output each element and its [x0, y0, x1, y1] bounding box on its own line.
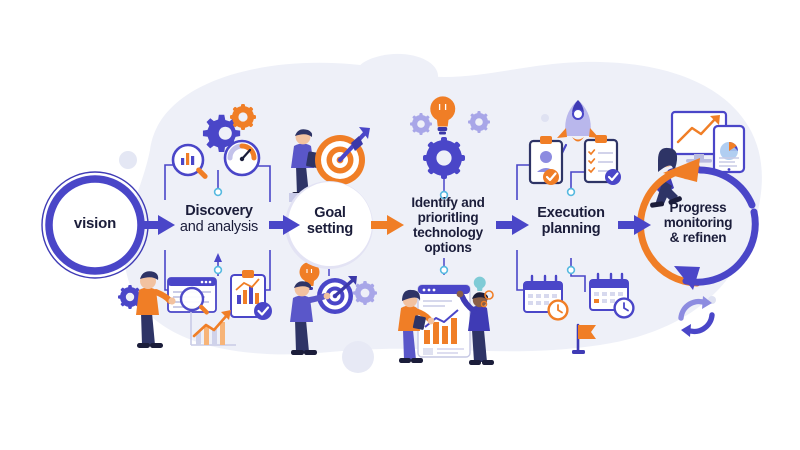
- background-blob-accent: [356, 53, 439, 99]
- lightbulb-icon: [430, 96, 456, 135]
- discovery-line-2: and analysis: [179, 219, 259, 236]
- clipboard-bar-chart-check-icon: [230, 270, 272, 320]
- progress-line-1: Progress: [669, 200, 727, 215]
- execution-line-2: planning: [541, 221, 601, 238]
- browser-window-search-icon: [167, 277, 217, 315]
- goal-line-2: setting: [306, 221, 354, 238]
- dashboard-bar-chart-icon: [417, 284, 471, 358]
- gear-icon-small-right-tech: [468, 111, 490, 133]
- dartboard-orange-icon: [315, 127, 370, 185]
- gear-icon: [202, 114, 241, 152]
- gear-icon-orange: [230, 104, 256, 130]
- technology-line-2: prioritling: [417, 210, 479, 226]
- flow-arrow-execution-progress: [618, 215, 651, 235]
- flow-arrow-goal-technology: [371, 215, 404, 235]
- bg-dot-5: [541, 114, 549, 122]
- calendar-clock-orange-icon: [523, 274, 569, 321]
- flow-arrow-technology-execution: [496, 215, 529, 235]
- tech-node-dot-2: [439, 265, 449, 275]
- flow-arrow-discovery-goal: [269, 215, 300, 235]
- goal-line-1: Goal: [314, 205, 346, 221]
- bg-dot-1: [119, 151, 137, 169]
- growth-arrow-chart-icon: [190, 310, 236, 346]
- stage-label-progress[interactable]: Progress monitoring & refinen: [648, 200, 748, 245]
- monitor-line-chart-icon: [670, 110, 728, 163]
- tech-node-dot: [439, 190, 449, 200]
- stage-label-execution[interactable]: Execution planning: [518, 205, 624, 237]
- progress-cycle-arrowheads: [663, 158, 700, 290]
- gear-icon-light: [353, 281, 377, 305]
- progress-line-2: monitoring: [663, 215, 733, 231]
- calendar-clock-indigo-icon: [589, 272, 635, 319]
- gear-icon-small-left: [118, 285, 142, 309]
- technology-line-3: technology: [412, 225, 483, 241]
- flow-arrow-vision-discovery: [139, 215, 175, 235]
- execution-node-dots: [566, 187, 576, 275]
- person-orange-shirt: [136, 271, 176, 348]
- person-woman-orange: [398, 289, 435, 363]
- person-man-indigo: [456, 290, 494, 365]
- discovery-bracket-top: [164, 164, 271, 202]
- discovery-node-dots: [213, 187, 223, 275]
- refresh-cycle-icon: [678, 296, 715, 337]
- discovery-arrow-head-up: [214, 253, 222, 262]
- tablet-pie-chart-icon: [712, 124, 746, 174]
- discovery-line-1: Discovery: [185, 203, 253, 219]
- vision-line-1: vision: [73, 215, 117, 232]
- gear-icon-large: [423, 137, 465, 179]
- gauge-speedometer-icon: [223, 139, 261, 177]
- clipboard-profile-icon: [528, 136, 564, 185]
- stage-label-technology[interactable]: Identify and prioritling technology opti…: [396, 195, 500, 255]
- stage-label-discovery[interactable]: Discovery and analysis: [164, 203, 274, 235]
- stage-label-vision[interactable]: vision: [55, 215, 135, 233]
- execution-line-1: Execution: [537, 205, 605, 221]
- tech-float-bits: [473, 276, 494, 308]
- node-goal-setting[interactable]: [285, 181, 373, 269]
- bg-dot-3: [342, 341, 374, 373]
- technology-line-1: Identify and: [411, 195, 485, 210]
- progress-line-3: & refinen: [669, 230, 727, 246]
- gear-icon-small-left-tech: [410, 113, 432, 135]
- flag-icon: [572, 323, 596, 354]
- technology-line-4: options: [424, 240, 472, 256]
- dartboard-purple-icon: [317, 276, 357, 314]
- clipboard-checklist-icon: [583, 135, 621, 185]
- stage-label-goal[interactable]: Goal setting: [292, 205, 368, 237]
- magnifier-bar-chart-icon: [171, 143, 208, 179]
- person-pointing-target: [290, 281, 331, 355]
